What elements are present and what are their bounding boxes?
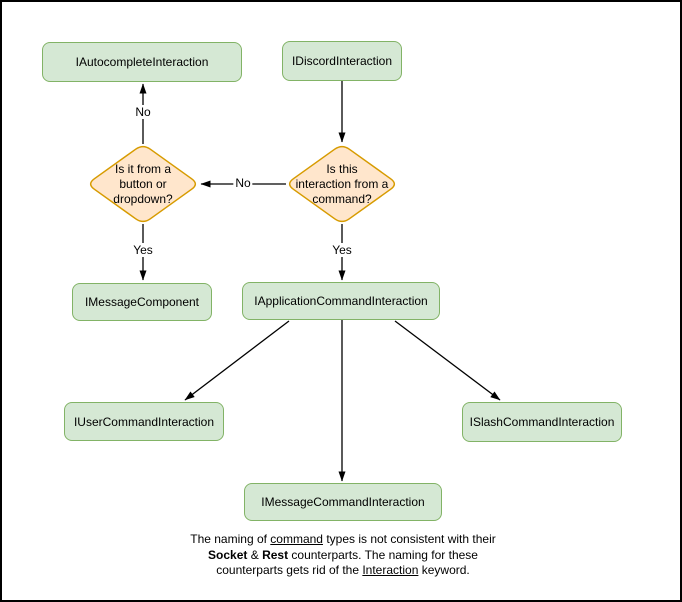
decision-line: Is this [326, 161, 358, 176]
note-text-segment: & [247, 547, 263, 562]
note-text-segment: Interaction [362, 563, 419, 577]
edge-applicationcommand-to-slashcommand [394, 320, 501, 401]
decision-text: Is it from a button or dropdown? [73, 144, 213, 224]
node-slash-command-interaction: ISlashCommandInteraction [462, 402, 622, 442]
node-discord-interaction: IDiscordInteraction [282, 41, 402, 81]
note-text-segment: Rest [262, 547, 289, 562]
note-text-segment: keyword. [418, 563, 470, 577]
edge-label-no-up: No [133, 105, 153, 119]
note-text-segment: command [270, 532, 323, 546]
decision-line: dropdown? [113, 191, 173, 206]
node-message-component: IMessageComponent [72, 283, 212, 321]
note-text-segment: The naming of [190, 532, 271, 546]
decision-line: button or [119, 176, 167, 191]
note-line-2: Socket & Rest counterparts. The naming f… [2, 547, 680, 564]
note-text-segment: Socket [208, 547, 248, 562]
decision-line: interaction from a [295, 176, 389, 191]
note-text-segment: types is not consistent with their [322, 532, 496, 546]
edge-label-yes-left: Yes [131, 243, 155, 257]
node-message-command-interaction: IMessageCommandInteraction [244, 483, 442, 521]
note-line-1: The naming of command types is not consi… [2, 532, 680, 548]
decision-line: command? [312, 191, 372, 206]
diamond-shape [288, 145, 396, 223]
node-user-command-interaction: IUserCommandInteraction [64, 402, 224, 441]
decision-text: Is this interaction from a command? [272, 144, 412, 224]
decision-from-command: Is this interaction from a command? [286, 144, 398, 224]
decision-button-or-dropdown: Is it from a button or dropdown? [87, 144, 199, 224]
decision-line: Is it from a [114, 161, 171, 176]
note: The naming of command types is not consi… [2, 532, 680, 579]
diamond-shape [89, 145, 197, 223]
edge-label-no-left: No [233, 176, 253, 190]
note-text-segment: counterparts gets rid of the [216, 563, 363, 577]
node-autocomplete-interaction: IAutocompleteInteraction [42, 42, 242, 82]
note-line-3: counterparts gets rid of the Interaction… [2, 563, 680, 579]
note-text-segment: counterparts. The naming for these [288, 547, 478, 562]
node-application-command-interaction: IApplicationCommandInteraction [242, 282, 440, 320]
edge-applicationcommand-to-usercommand [184, 320, 290, 401]
edge-label-yes-right: Yes [330, 243, 354, 257]
